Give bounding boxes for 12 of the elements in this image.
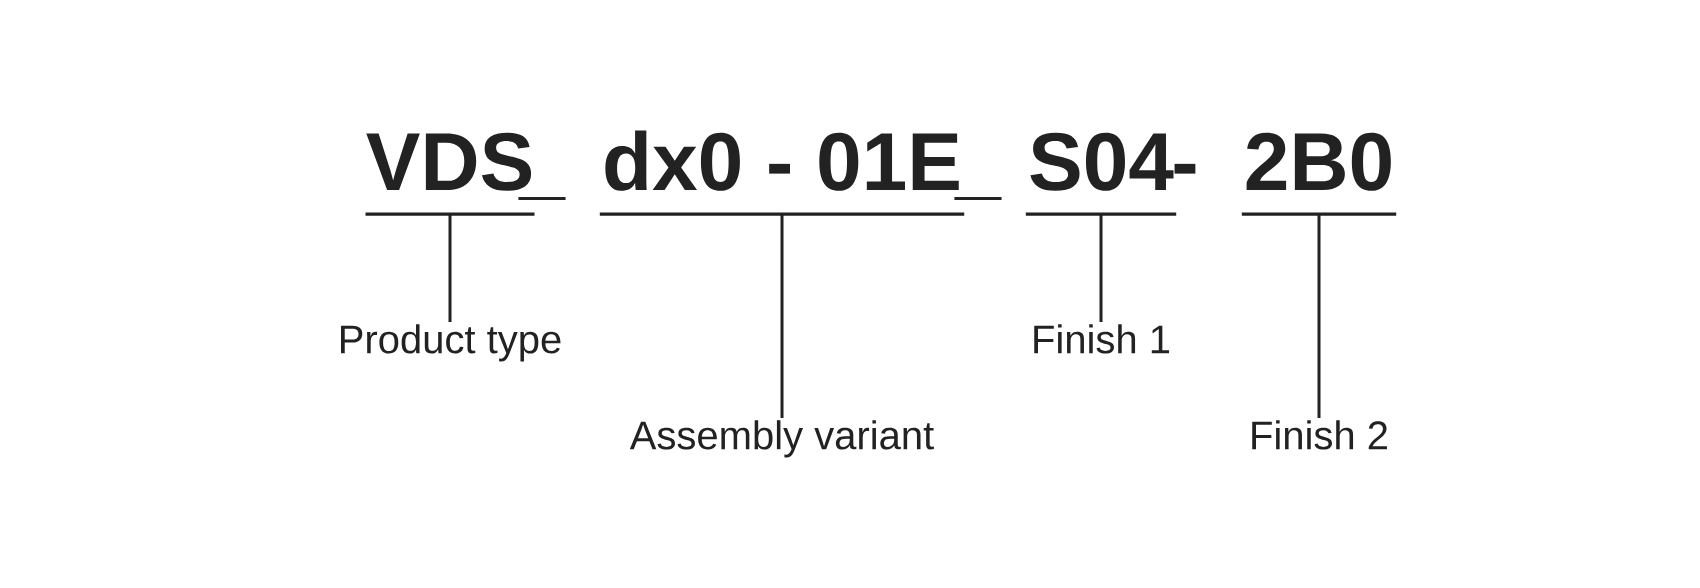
separator: _: [518, 196, 566, 200]
leader-line: [780, 214, 784, 418]
part-label: Finish 2: [1252, 420, 1387, 450]
leader-line: [1099, 214, 1103, 322]
separator: _: [954, 196, 1002, 200]
code-segment: 2B0: [1241, 132, 1397, 216]
part-label: Product type: [341, 324, 561, 362]
leader-line: [1317, 214, 1321, 418]
leader-line: [448, 214, 452, 322]
part-label: Finish 1: [1034, 324, 1170, 354]
part-label: Assembly variant: [629, 420, 934, 458]
separator: -: [1174, 163, 1196, 174]
